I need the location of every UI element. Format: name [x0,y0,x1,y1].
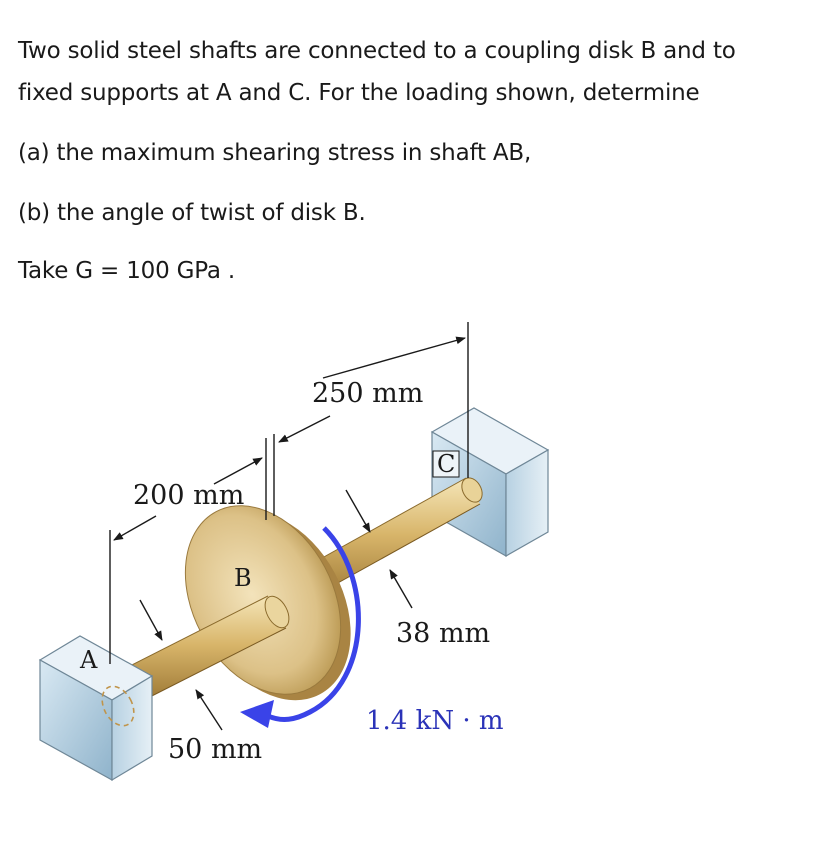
point-a-label: A [79,646,98,674]
dimension-200-label: 200 mm [133,480,244,511]
dimension-250-label: 250 mm [312,378,423,409]
point-b-label: B [234,564,252,592]
problem-line-2: fixed supports at A and C. For the loadi… [18,80,700,106]
support-a [38,635,154,782]
given-modulus-text: Take G = 100 GPa . [18,258,236,284]
dimension-lines [109,322,469,731]
torque-label: 1.4 kN · m [366,706,504,736]
shaft-ab [117,595,290,705]
dimension-50-label: 50 mm [168,734,262,765]
part-a-text: (a) the maximum shearing stress in shaft… [18,140,532,166]
part-b-text: (b) the angle of twist of disk B. [18,200,366,226]
dimension-38-label: 38 mm [396,618,490,649]
support-c [430,407,550,558]
point-c-box [432,450,460,478]
problem-line-1: Two solid steel shafts are connected to … [18,38,736,64]
torque-arrow [240,526,361,728]
point-c-label: C [437,450,455,478]
